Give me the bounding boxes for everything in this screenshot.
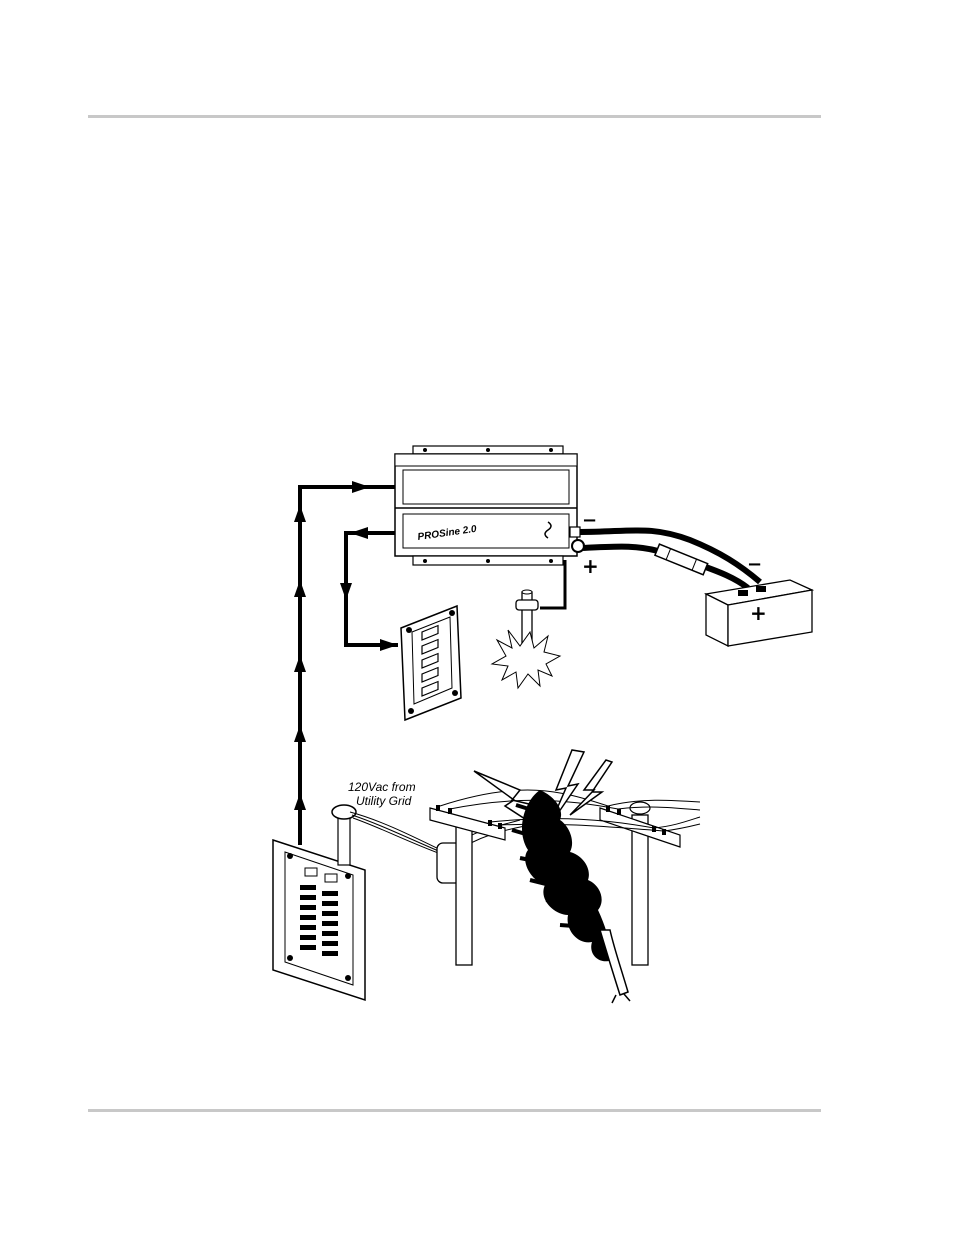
main-panel-icon: [273, 805, 365, 1000]
battery-negative-sign: −: [747, 554, 762, 575]
utility-label-line2: Utility Grid: [356, 794, 412, 808]
ground-rod-icon: [492, 590, 560, 688]
inverter-negative-sign: −: [582, 510, 597, 531]
inverter-positive-sign: +: [582, 554, 599, 578]
ac-output-line: [340, 527, 398, 651]
utility-label-line1: 120Vac from: [348, 780, 416, 794]
battery-positive-sign: +: [750, 601, 767, 625]
sub-panel-icon: [401, 606, 461, 720]
inverter-icon: PROSine 2.0: [395, 446, 584, 565]
